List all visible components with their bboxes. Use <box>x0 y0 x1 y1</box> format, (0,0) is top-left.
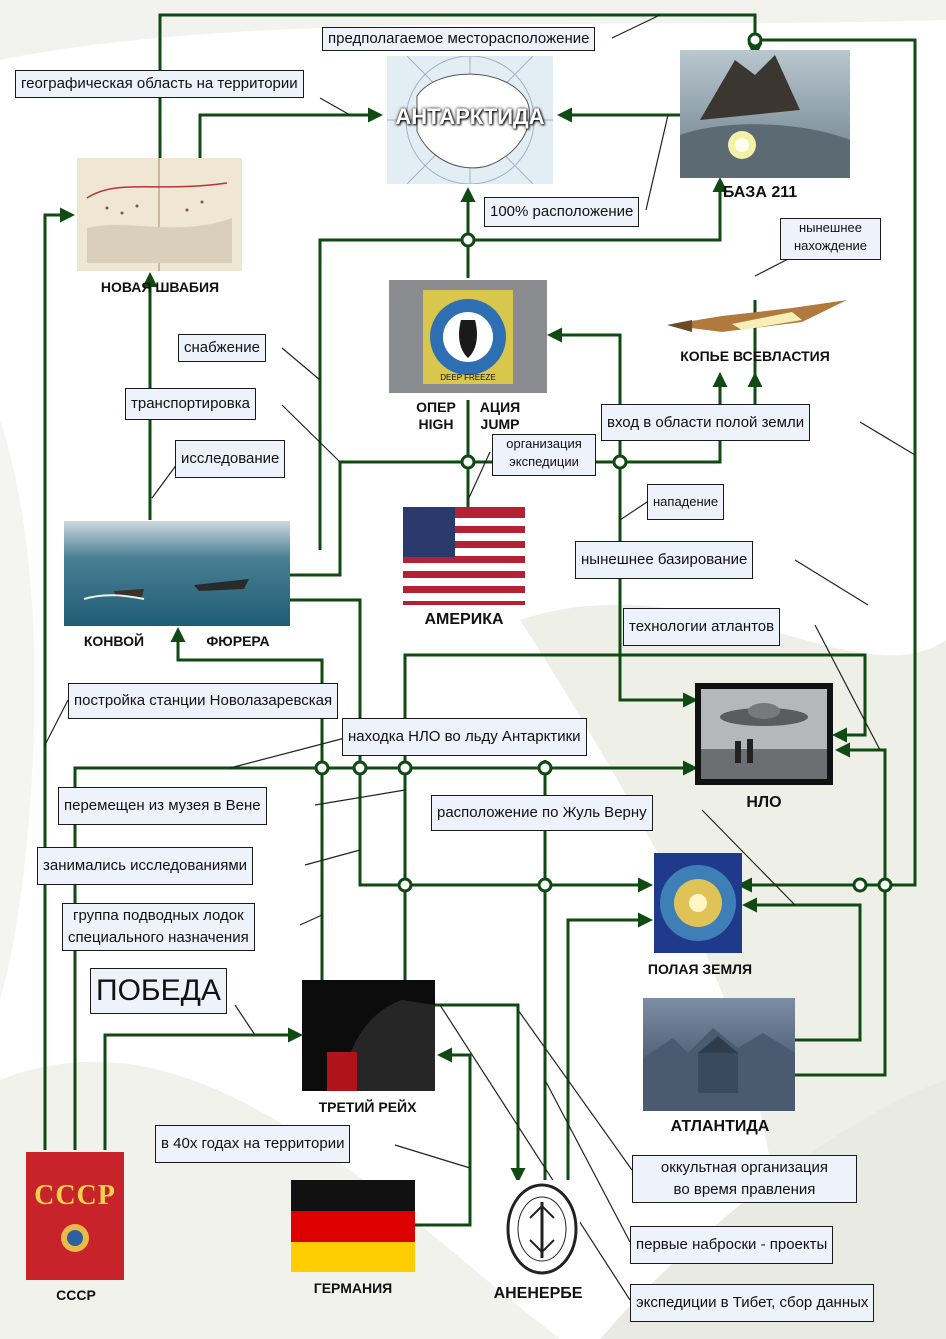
relation-occult-org: оккультная организация во время правлени… <box>632 1155 857 1203</box>
relation-current-location: нынешнее нахождение <box>780 218 881 260</box>
relation-geo-area: географическая область на территории <box>15 70 304 98</box>
america-flag-image <box>403 507 525 605</box>
patch-caption: DEEP FREEZE <box>440 373 495 382</box>
ahnenerbe-title: АНЕНЕРБЕ <box>476 1285 600 1303</box>
submarines-at-sea-icon <box>64 521 290 626</box>
relation-attack: нападение <box>647 484 724 520</box>
atlantis-image <box>643 998 795 1111</box>
relation-location-100: 100% расположение <box>484 197 639 227</box>
relation-verne-location: расположение по Жуль Верну <box>431 795 653 831</box>
ahnenerbe-seal-image <box>504 1180 580 1278</box>
operation-word-a: ОПЕР <box>410 399 462 415</box>
relation-sub-group-line1: группа подводных лодок <box>68 905 249 927</box>
relation-org-expedition-line2: экспедиции <box>498 453 590 471</box>
spear-title: КОПЬЕ ВСЕВЛАСТИЯ <box>660 348 850 364</box>
relation-occult-org-line1: оккультная организация <box>638 1157 851 1179</box>
spear-of-destiny-icon <box>662 290 850 345</box>
convoy-title-b: ФЮРЕРА <box>196 633 280 649</box>
relation-moved-museum: перемещен из музея в Вене <box>58 787 267 825</box>
relation-first-sketches: первые наброски - проекты <box>630 1226 833 1264</box>
relation-current-base: нынешнее базирование <box>575 541 753 579</box>
armband-figure-icon <box>302 980 435 1091</box>
germany-flag-image <box>291 1180 415 1272</box>
old-map-icon <box>77 158 242 271</box>
relation-atlantean-tech: технологии атлантов <box>623 608 780 646</box>
flying-saucer-icon <box>695 683 833 785</box>
hollow-earth-title: ПОЛАЯ ЗЕМЛЯ <box>630 961 770 977</box>
relation-supply: снабжение <box>178 334 266 362</box>
convoy-sea-image <box>64 521 290 626</box>
germany-title: ГЕРМАНИЯ <box>290 1280 416 1296</box>
new-swabia-title: НОВАЯ ШВАБИЯ <box>80 279 240 295</box>
operation-word-d: JUMP <box>474 416 526 432</box>
us-flag-icon <box>403 507 525 605</box>
operation-high-jump-image: DEEP FREEZE <box>389 280 547 393</box>
convoy-title-a: КОНВОЙ <box>72 633 156 649</box>
relation-research: исследование <box>175 440 285 478</box>
ussr-title: СССР <box>36 1287 116 1303</box>
relation-occult-org-line2: во время правления <box>638 1179 851 1201</box>
german-flag-icon <box>291 1180 415 1272</box>
relation-org-expedition-line1: организация <box>498 435 590 453</box>
base-211-title: БАЗА 211 <box>710 184 810 202</box>
spear-image <box>662 290 850 345</box>
relation-current-location-line1: нынешнее <box>786 219 875 237</box>
operation-word-b: АЦИЯ <box>474 399 526 415</box>
relation-victory: ПОБЕДА <box>90 968 227 1014</box>
ussr-flag-image: СССР <box>26 1152 124 1280</box>
relation-did-research: занимались исследованиями <box>37 847 253 885</box>
operation-word-c: HIGH <box>410 416 462 432</box>
relation-presumed-location: предполагаемое месторасположение <box>322 27 595 51</box>
rune-seal-icon <box>504 1180 580 1278</box>
atlantis-city-icon <box>643 998 795 1111</box>
america-title: АМЕРИКА <box>404 611 524 629</box>
antarctica-title: АНТАРКТИДА <box>380 104 560 130</box>
ussr-emblem-icon <box>26 1152 124 1280</box>
hollow-earth-image <box>654 853 742 953</box>
relation-ufo-ice-find: находка НЛО во льду Антарктики <box>342 718 587 756</box>
relation-station-build: постройка станции Новолазаревская <box>68 683 338 719</box>
relation-in-40s: в 40х годах на территории <box>155 1125 350 1163</box>
third-reich-image <box>302 980 435 1091</box>
relation-org-expedition: организация экспедиции <box>492 434 596 476</box>
expedition-patch-icon: DEEP FREEZE <box>389 280 547 393</box>
relation-current-location-line2: нахождение <box>786 237 875 255</box>
ufo-title: НЛО <box>724 794 804 812</box>
relation-transport: транспортировка <box>125 388 256 420</box>
base-211-image <box>680 50 850 178</box>
relation-sub-group-line2: специального назначения <box>68 927 249 949</box>
ufo-image <box>695 683 833 785</box>
hollow-earth-icon <box>654 853 742 953</box>
third-reich-title: ТРЕТИЙ РЕЙХ <box>295 1099 440 1115</box>
atlantis-title: АТЛАНТИДА <box>640 1118 800 1136</box>
relation-hollow-entry: вход в области полой земли <box>601 404 810 441</box>
relation-tibet: экспедиции в Тибет, сбор данных <box>630 1284 874 1322</box>
relation-sub-group: группа подводных лодок специального назн… <box>62 903 255 951</box>
new-swabia-map-image <box>77 158 242 271</box>
mountain-base-icon <box>680 50 850 178</box>
